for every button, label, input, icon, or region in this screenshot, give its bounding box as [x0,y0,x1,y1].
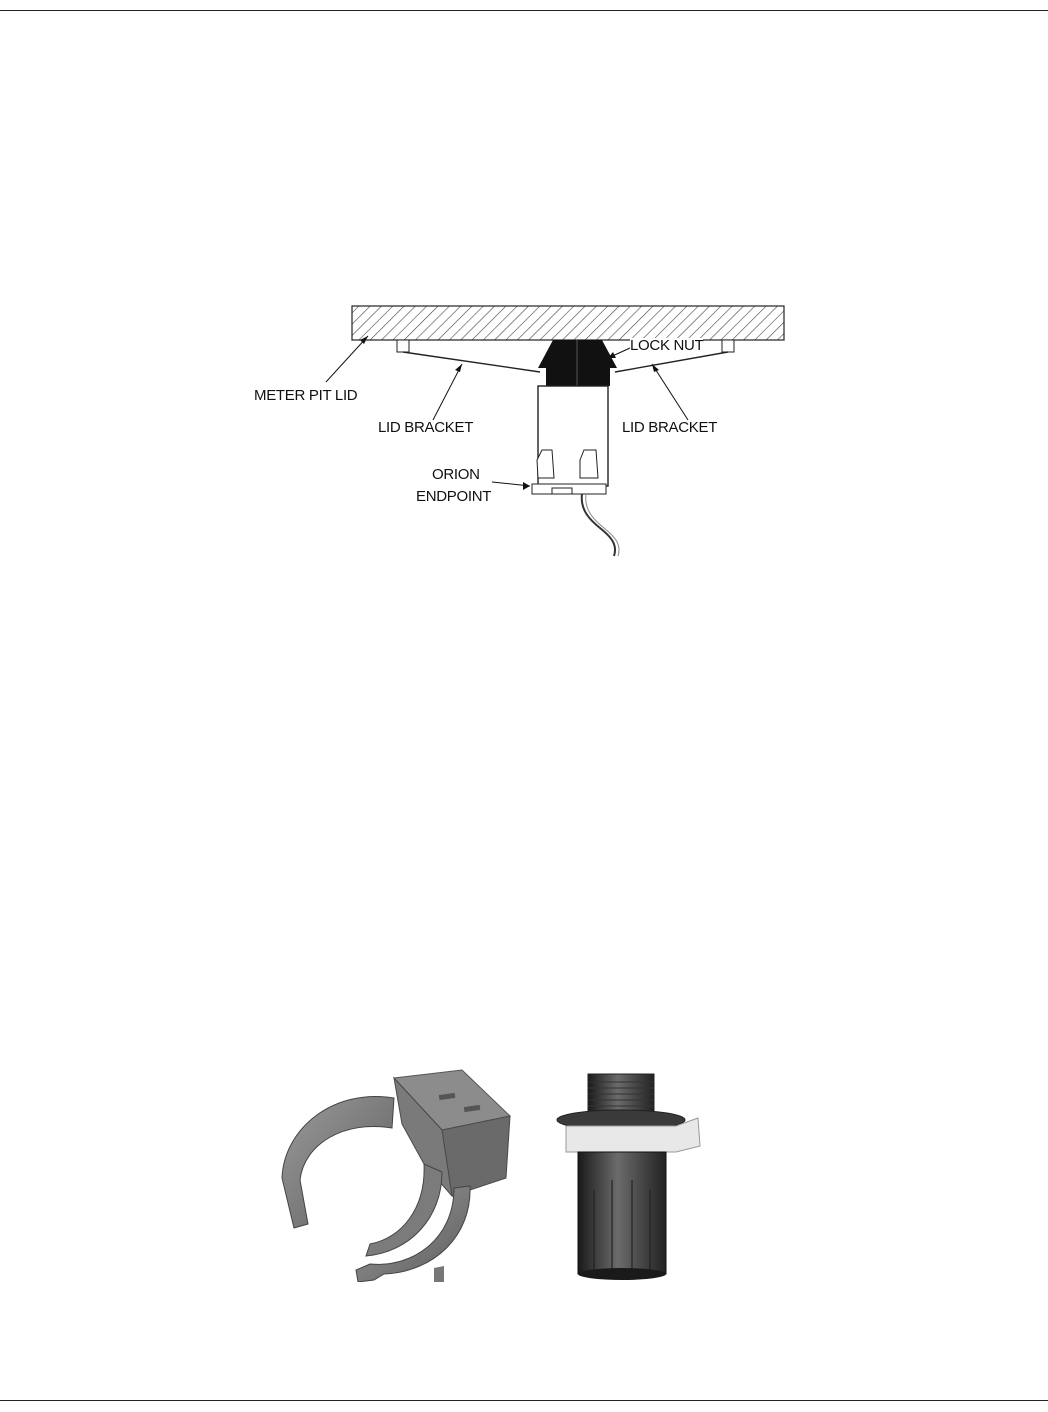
bracket-foot-right [722,340,734,352]
arrow-lid-bracket-left [433,364,462,420]
label-lid-bracket-right: LID BRACKET [622,420,717,436]
footer-rule [0,1400,1048,1401]
endpoint-cable [582,494,615,556]
arrow-lid-bracket-right [652,364,688,420]
label-orion-endpoint-line2: ENDPOINT [416,489,491,505]
lid-bracket-right-shape [615,352,728,372]
endpoint-with-lock-nut-photo [554,1070,702,1282]
label-lock-nut: LOCK NUT [630,338,703,354]
label-orion-endpoint-line1: ORION [432,467,480,483]
label-lid-bracket-left: LID BRACKET [378,420,473,436]
label-meter-pit-lid: METER PIT LID [254,388,357,404]
clip-bracket-photo [274,1068,514,1282]
lid-bracket-left-shape [403,352,540,372]
header-rule [0,10,1048,11]
installation-diagram: METER PIT LID LID BRACKET LID BRACKET LO… [240,300,800,570]
meter-pit-lid-shape [352,306,784,340]
arrow-meter-pit-lid [326,336,368,382]
bracket-foot-left [397,340,409,352]
lock-nut-stem [546,366,610,386]
